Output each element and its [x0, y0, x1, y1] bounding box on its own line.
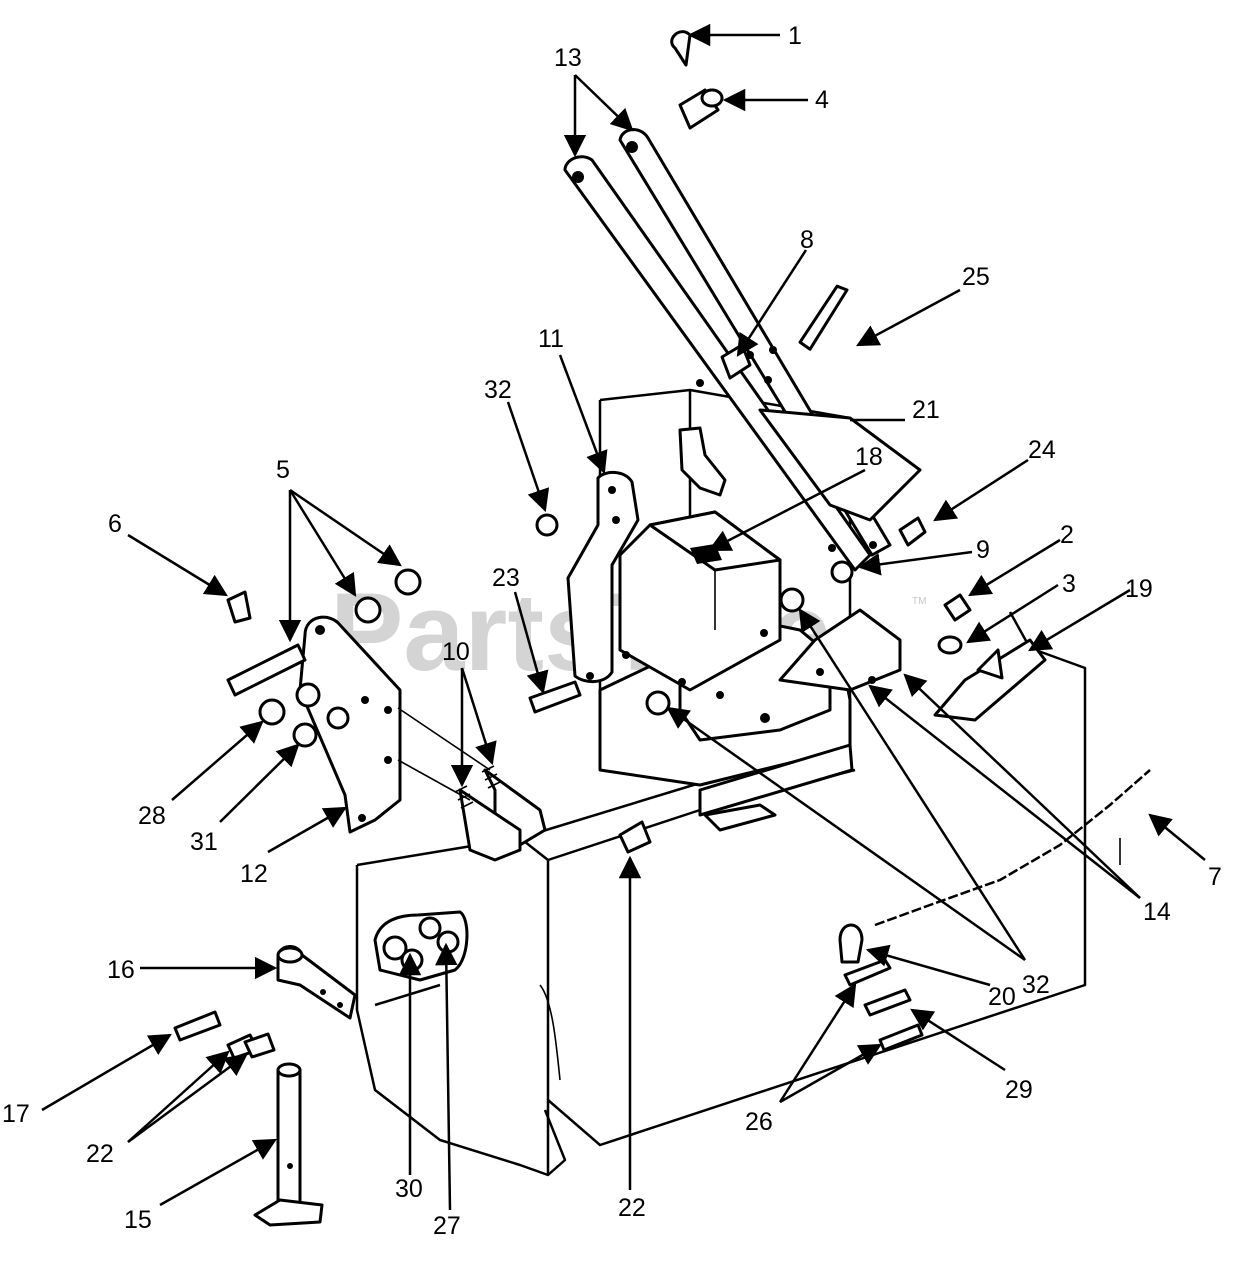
- callout-4: 4: [815, 86, 829, 114]
- latch-19: [933, 638, 1047, 722]
- bolt-2: [943, 593, 972, 622]
- callout-3: 3: [1062, 570, 1076, 598]
- jack-stand-15: [253, 1062, 324, 1227]
- pin-17: [173, 1010, 222, 1042]
- jack-bracket-16: [276, 945, 357, 1020]
- shackle-20: [838, 923, 864, 964]
- callout-24: 24: [1028, 436, 1056, 464]
- chain-7: [874, 769, 1151, 927]
- callout-numbers: 1 2 3 4 5 6 7 8 9 10 11 12 13 14 15 16 1…: [2, 22, 1222, 1240]
- washer-31: [292, 722, 318, 748]
- nut-28: [258, 698, 286, 726]
- leader-lines: [41, 23, 1206, 1211]
- bolt-22: [618, 820, 652, 854]
- svg-text:TM: TM: [912, 596, 926, 607]
- callout-17: 17: [2, 1100, 30, 1128]
- callout-23: 23: [492, 564, 520, 592]
- nut-32-lower: [645, 690, 671, 716]
- hardware: [173, 30, 972, 1060]
- bolt-24: [898, 516, 927, 547]
- washer-3: [937, 635, 963, 655]
- callout-20: 20: [988, 983, 1016, 1011]
- nut-5: [394, 568, 422, 596]
- callout-11: 11: [538, 325, 564, 353]
- springs-10: [397, 707, 547, 862]
- callout-13: 13: [554, 44, 582, 72]
- callout-19: 19: [1125, 575, 1153, 603]
- plate-21: [758, 408, 922, 522]
- eyebolt-6: [226, 590, 252, 624]
- link-26: [843, 958, 892, 987]
- hairpin-1: [670, 30, 692, 67]
- bracket-11: [566, 471, 640, 683]
- callout-30: 30: [395, 1175, 423, 1203]
- link-26-lower: [878, 1023, 924, 1052]
- callout-18: 18: [855, 443, 883, 471]
- callout-2: 2: [1060, 521, 1074, 549]
- callout-9: 9: [976, 536, 990, 564]
- link-29: [863, 988, 912, 1017]
- callout-16: 16: [107, 956, 135, 984]
- callout-15: 15: [124, 1206, 152, 1234]
- callout-28: 28: [138, 802, 166, 830]
- callout-14: 14: [1143, 898, 1171, 926]
- nut-32-upper: [535, 513, 559, 537]
- callout-32-top: 32: [484, 376, 512, 404]
- callout-25: 25: [962, 263, 990, 291]
- callout-1: 1: [788, 22, 802, 50]
- callout-31: 31: [190, 828, 218, 856]
- bolt-5: [226, 643, 307, 697]
- callout-10: 10: [442, 638, 470, 666]
- callout-27: 27: [433, 1212, 461, 1240]
- bracket-12: [298, 615, 402, 834]
- callout-29: 29: [1005, 1076, 1033, 1104]
- block-27: [373, 910, 469, 982]
- nut-32: [779, 587, 805, 613]
- callout-5: 5: [276, 456, 290, 484]
- callout-32-bottom: 32: [1022, 971, 1050, 999]
- nut-9: [830, 560, 854, 584]
- callout-22-bottom: 22: [618, 1194, 646, 1222]
- callout-12: 12: [240, 860, 268, 888]
- callout-6: 6: [108, 510, 122, 538]
- callout-26: 26: [745, 1108, 773, 1136]
- washer-5: [354, 596, 382, 624]
- callout-22-left: 22: [86, 1140, 114, 1168]
- callout-7: 7: [1208, 863, 1222, 891]
- bolt-23: [528, 680, 582, 714]
- callout-21: 21: [912, 396, 940, 424]
- bolt-25: [798, 284, 849, 351]
- callout-8: 8: [800, 226, 814, 254]
